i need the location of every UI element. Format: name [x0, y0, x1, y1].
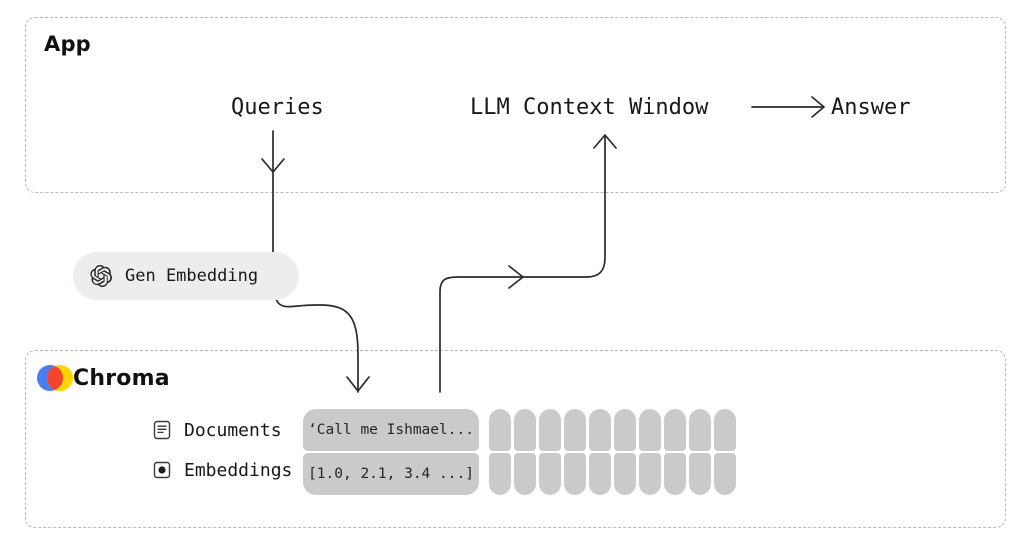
- blank-record-column: [639, 409, 661, 495]
- blank-embedding-pill: [539, 453, 561, 495]
- blank-document-pill: [564, 409, 586, 451]
- blank-record-column: [689, 409, 711, 495]
- blank-embedding-pill: [714, 453, 736, 495]
- blank-embedding-pill: [589, 453, 611, 495]
- blank-document-pill: [714, 409, 736, 451]
- blank-record-column: [489, 409, 511, 495]
- gen-embedding-button[interactable]: Gen Embedding: [73, 252, 299, 300]
- embeddings-row: Embeddings: [152, 452, 292, 488]
- blank-record-column: [589, 409, 611, 495]
- openai-icon: [90, 265, 112, 287]
- blank-embedding-pill: [514, 453, 536, 495]
- chroma-logo-icon: [37, 365, 73, 391]
- documents-label: Documents: [184, 419, 282, 441]
- queries-label: Queries: [231, 95, 324, 120]
- blank-document-pill: [539, 409, 561, 451]
- answer-label: Answer: [831, 95, 911, 120]
- embeddings-label: Embeddings: [184, 459, 293, 481]
- blank-record-column: [614, 409, 636, 495]
- blank-embedding-pill: [689, 453, 711, 495]
- chroma-to-llm-mid-arrowhead: [508, 265, 524, 289]
- blank-document-pill: [639, 409, 661, 451]
- documents-row: Documents: [152, 412, 282, 448]
- llm-context-window-label: LLM Context Window: [470, 95, 709, 120]
- documents-value: ‘Call me Ishmael...: [308, 422, 474, 438]
- gen-embedding-label: Gen Embedding: [125, 266, 259, 286]
- chroma-title: Chroma: [73, 366, 170, 391]
- embeddings-value: [1.0, 2.1, 3.4 ...]: [308, 466, 474, 482]
- blank-embedding-pill: [664, 453, 686, 495]
- embeddings-value-pill[interactable]: [1.0, 2.1, 3.4 ...]: [303, 453, 479, 495]
- blank-document-pill: [689, 409, 711, 451]
- documents-value-pill[interactable]: ‘Call me Ishmael...: [303, 409, 479, 451]
- blank-record-column: [539, 409, 561, 495]
- blank-document-pill: [614, 409, 636, 451]
- app-title: App: [44, 32, 91, 56]
- blank-embedding-pill: [489, 453, 511, 495]
- blank-document-pill: [589, 409, 611, 451]
- blank-record-column: [514, 409, 536, 495]
- blank-record-column: [664, 409, 686, 495]
- blank-document-pill: [664, 409, 686, 451]
- document-icon: [153, 420, 171, 440]
- blank-embedding-pill: [614, 453, 636, 495]
- blank-record-column: [564, 409, 586, 495]
- blank-embedding-pill: [564, 453, 586, 495]
- blank-embedding-pill: [639, 453, 661, 495]
- blank-record-column: [714, 409, 736, 495]
- blank-document-pill: [489, 409, 511, 451]
- vector-dot-icon: [153, 461, 171, 479]
- blank-document-pill: [514, 409, 536, 451]
